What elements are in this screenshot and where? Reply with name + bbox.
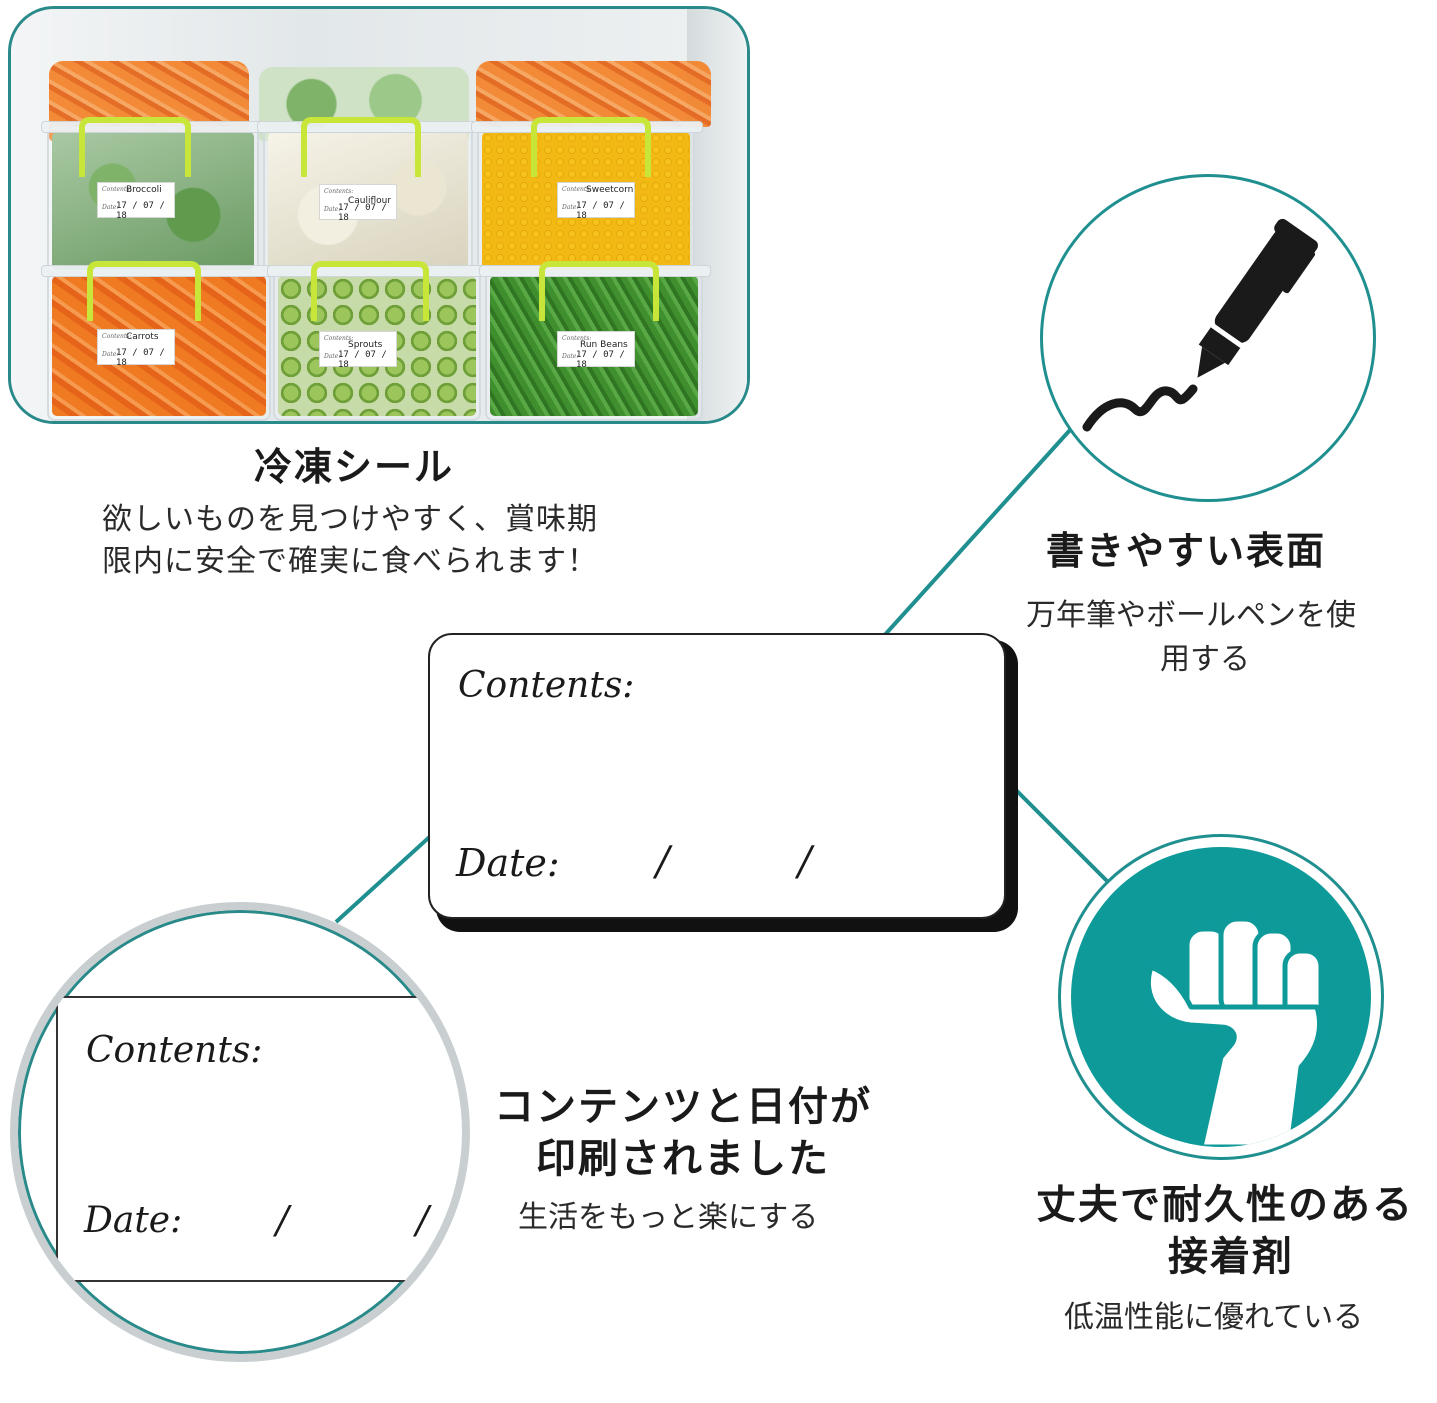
writing-feature-circle	[1040, 174, 1376, 502]
adhesive-title-line1: 丈夫で耐久性のある	[1036, 1182, 1414, 1228]
freezer-photo: Contents:Broccoli Date:17 / 07 / 18 Cont…	[8, 6, 750, 424]
label-date-field: Date:	[456, 841, 560, 885]
food-label: Contents:Carrots Date:17 / 07 / 18	[97, 329, 175, 368]
adhesive-feature-circle	[1058, 834, 1384, 1160]
printed-subtitle: 生活をもっと楽にする	[518, 1200, 819, 1235]
food-label: Contents:Broccoli Date:17 / 07 / 18	[97, 182, 175, 221]
connector-line-adhesive	[1014, 788, 1110, 884]
zoomed-label	[56, 996, 462, 1282]
zoom-circle: Contents: Date: / /	[10, 902, 470, 1362]
food-label: Contents:Cauliflour Date:17 / 07 / 18	[319, 184, 397, 223]
box-handle	[539, 261, 659, 321]
food-label: Contents:Sweetcorn Date:17 / 07 / 18	[557, 182, 635, 221]
box-handle	[311, 261, 429, 321]
zoom-contents-field: Contents:	[86, 1030, 263, 1071]
printed-title-line2: 印刷されました	[536, 1136, 830, 1182]
freezer-description-line1: 欲しいものを見つけやすく、賞味期	[102, 502, 598, 537]
zoom-date-separator: /	[416, 1198, 429, 1242]
food-label: Contents:Run Beans Date:17 / 07 / 18	[557, 331, 635, 370]
box-handle	[531, 117, 651, 177]
freezer-description-line2: 限内に安全で確実に食べられます！	[102, 544, 598, 579]
printed-title-line1: コンテンツと日付が	[494, 1084, 872, 1130]
zoom-date-field: Date:	[84, 1200, 183, 1241]
label-date-separator: /	[798, 839, 812, 885]
pen-writing-icon	[1082, 218, 1318, 432]
freezer-title: 冷凍シール	[254, 445, 455, 489]
food-label: Contents:Sprouts Date:17 / 07 / 18	[319, 331, 397, 370]
fist-badge	[1071, 847, 1371, 1147]
label-contents-field: Contents:	[458, 665, 635, 706]
box-handle	[79, 117, 191, 177]
carrot-bag	[476, 61, 711, 127]
zoom-date-separator: /	[276, 1198, 289, 1242]
writing-description-line2: 用する	[1160, 642, 1250, 677]
writing-description-line1: 万年筆やボールペンを使	[1026, 598, 1356, 633]
fist-icon	[1145, 916, 1324, 1147]
box-handle	[87, 261, 201, 321]
box-handle	[301, 117, 421, 177]
adhesive-subtitle: 低温性能に優れている	[1064, 1300, 1364, 1335]
sample-label: Contents: Date: / /	[428, 633, 1006, 919]
writing-title: 書きやすい表面	[1046, 529, 1327, 573]
adhesive-title-line2: 接着剤	[1168, 1234, 1294, 1280]
storage-box	[47, 127, 259, 275]
label-date-separator: /	[656, 839, 670, 885]
